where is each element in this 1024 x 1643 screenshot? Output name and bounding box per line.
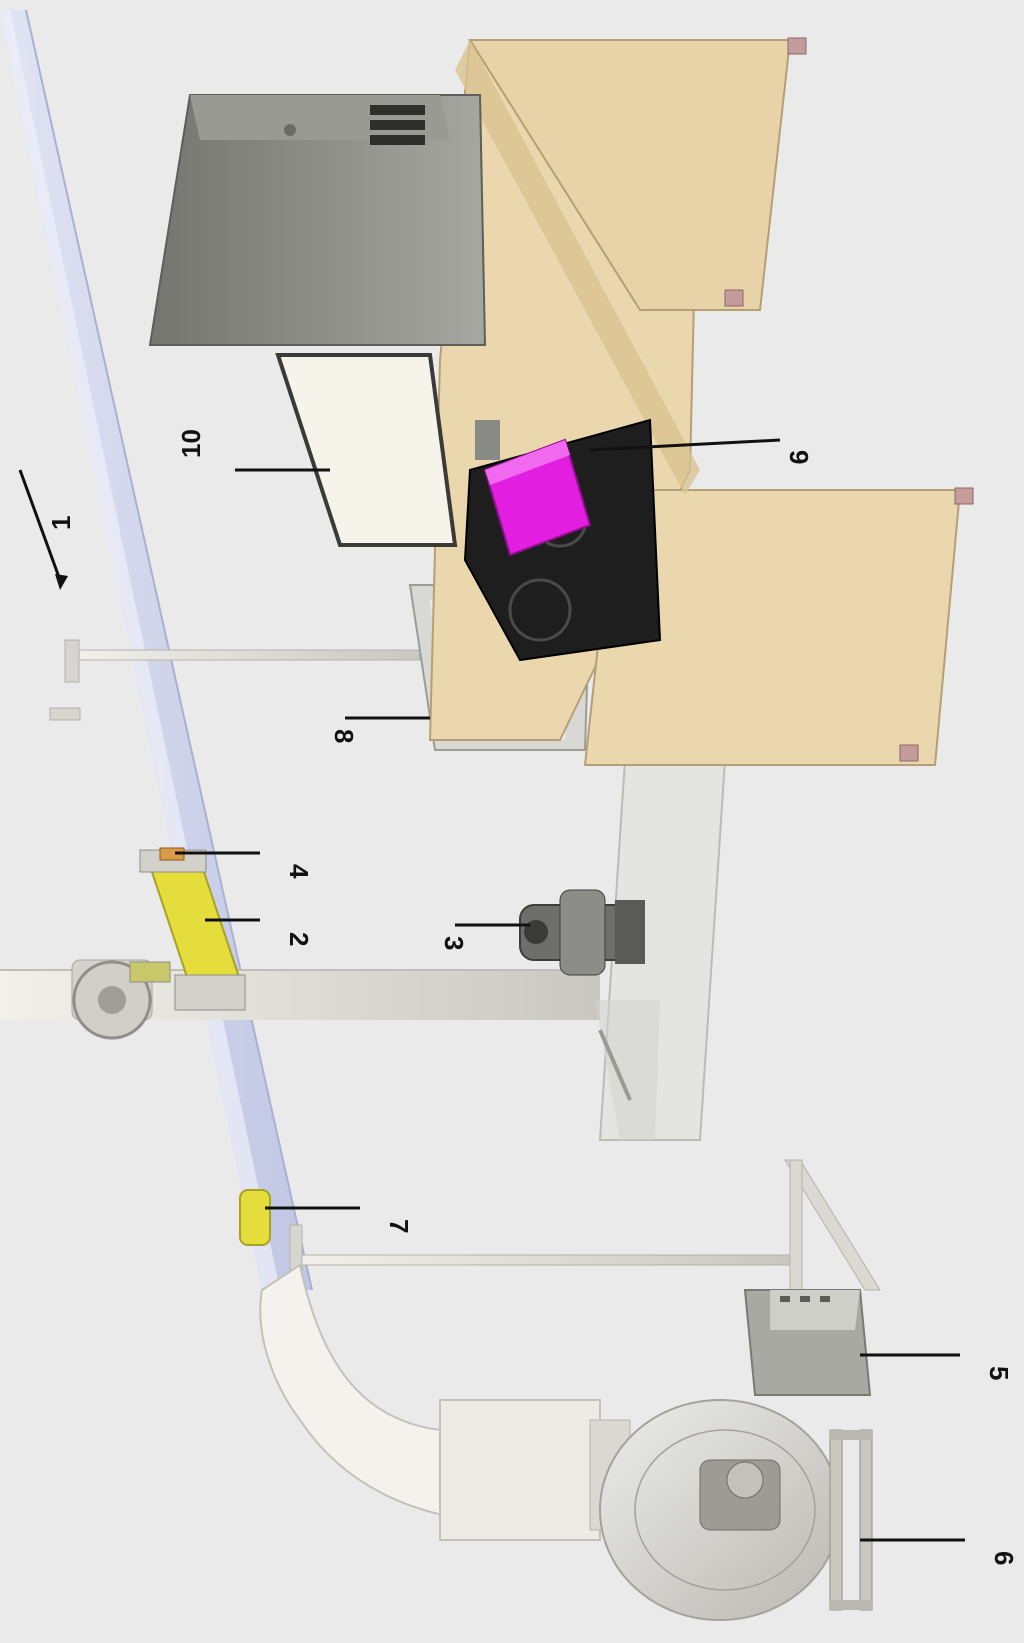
sensor-7 xyxy=(239,1189,271,1246)
callout-label-6: 6 xyxy=(989,1551,1019,1565)
callout-10: 10 xyxy=(176,429,330,472)
callout-label-8: 8 xyxy=(329,729,359,743)
base-plate xyxy=(595,759,727,1141)
callout-6: 6 xyxy=(860,1538,1019,1565)
control-box-5 xyxy=(743,1289,872,1396)
callout-label-3: 3 xyxy=(439,936,469,950)
callout-4: 4 xyxy=(175,851,314,879)
white-tray-10 xyxy=(275,353,458,547)
callout-3: 3 xyxy=(439,923,530,950)
pulley-motor xyxy=(71,959,171,1040)
duct-stand-upper xyxy=(49,639,421,721)
duct-stand-lower xyxy=(289,1159,881,1291)
callout-5: 5 xyxy=(860,1353,1014,1380)
callout-label-4: 4 xyxy=(284,864,314,879)
callout-9: 9 xyxy=(589,438,814,464)
callout-7: 7 xyxy=(265,1206,414,1233)
callout-8: 8 xyxy=(329,716,430,743)
callout-label-5: 5 xyxy=(984,1366,1014,1380)
callout-label-9: 9 xyxy=(784,450,814,464)
camera-3 xyxy=(519,889,645,1101)
callout-label-7: 7 xyxy=(384,1219,414,1233)
gray-cabinet xyxy=(148,94,487,346)
callout-1: 1 xyxy=(18,469,76,590)
black-unit-9 xyxy=(463,418,662,662)
callout-label-1: 1 xyxy=(46,516,76,530)
callout-label-10: 10 xyxy=(176,429,206,458)
callout-2: 2 xyxy=(205,918,314,946)
blower-6 xyxy=(259,1263,873,1621)
callout-label-2: 2 xyxy=(284,932,314,946)
